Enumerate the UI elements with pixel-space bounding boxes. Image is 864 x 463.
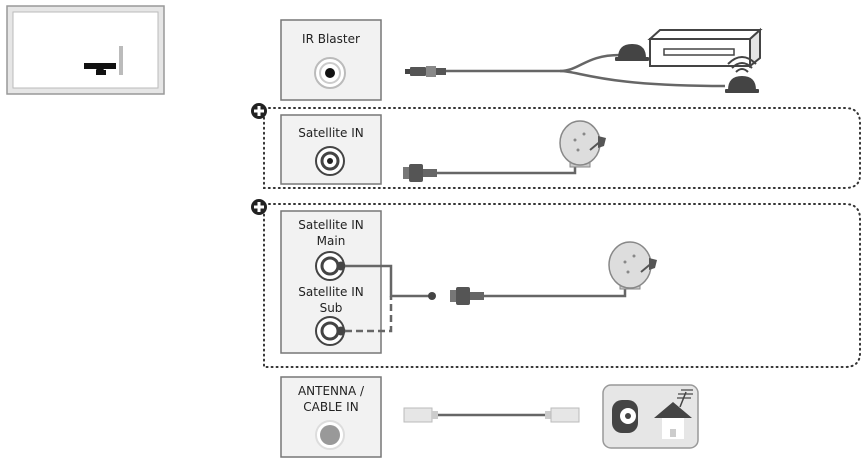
plus-circle-icon: [251, 103, 267, 119]
satellite-dual-panel: Satellite IN Main Satellite IN Sub: [280, 210, 382, 354]
satellite-in-label: Satellite IN: [298, 126, 363, 140]
tv-back-icon: [6, 5, 165, 95]
satellite-main-cable: [345, 264, 436, 300]
ir-blaster-port[interactable]: [314, 57, 346, 89]
wireless-signal-icon: [727, 56, 757, 73]
antenna-panel: ANTENNA / CABLE IN: [280, 376, 382, 458]
ir-blaster-panel: IR Blaster: [280, 19, 382, 101]
antenna-port[interactable]: [315, 420, 345, 450]
satellite-main-label-1: Satellite IN: [298, 218, 363, 232]
satellite-main-port[interactable]: [315, 251, 346, 281]
ir-blaster-label: IR Blaster: [302, 32, 360, 46]
satellite-sub-cable: [345, 296, 393, 333]
satellite-dual-cable: [450, 283, 627, 305]
antenna-label-1: ANTENNA /: [298, 384, 365, 398]
satellite-in-port[interactable]: [315, 146, 345, 176]
wall-outlet-icon: [612, 400, 638, 433]
dual-satellite-group-frame: [263, 203, 861, 368]
antenna-cable: [403, 407, 580, 423]
satellite-sub-port[interactable]: [315, 316, 346, 346]
ir-blaster-cable: [405, 53, 726, 88]
satellite-sub-label-2: Sub: [320, 301, 343, 315]
antenna-label-2: CABLE IN: [303, 400, 358, 414]
house-antenna-icon: [602, 384, 699, 449]
satellite-in-panel: Satellite IN: [280, 114, 382, 185]
plus-circle-icon: [251, 199, 267, 215]
satellite-cable: [403, 160, 577, 182]
satellite-main-label-2: Main: [317, 234, 346, 248]
satellite-sub-label-1: Satellite IN: [298, 285, 363, 299]
set-top-box-icon: [615, 27, 763, 93]
satellite-dish-icon: [559, 120, 606, 168]
satellite-dish-icon: [608, 241, 657, 290]
satellite-group-frame: [263, 107, 861, 189]
